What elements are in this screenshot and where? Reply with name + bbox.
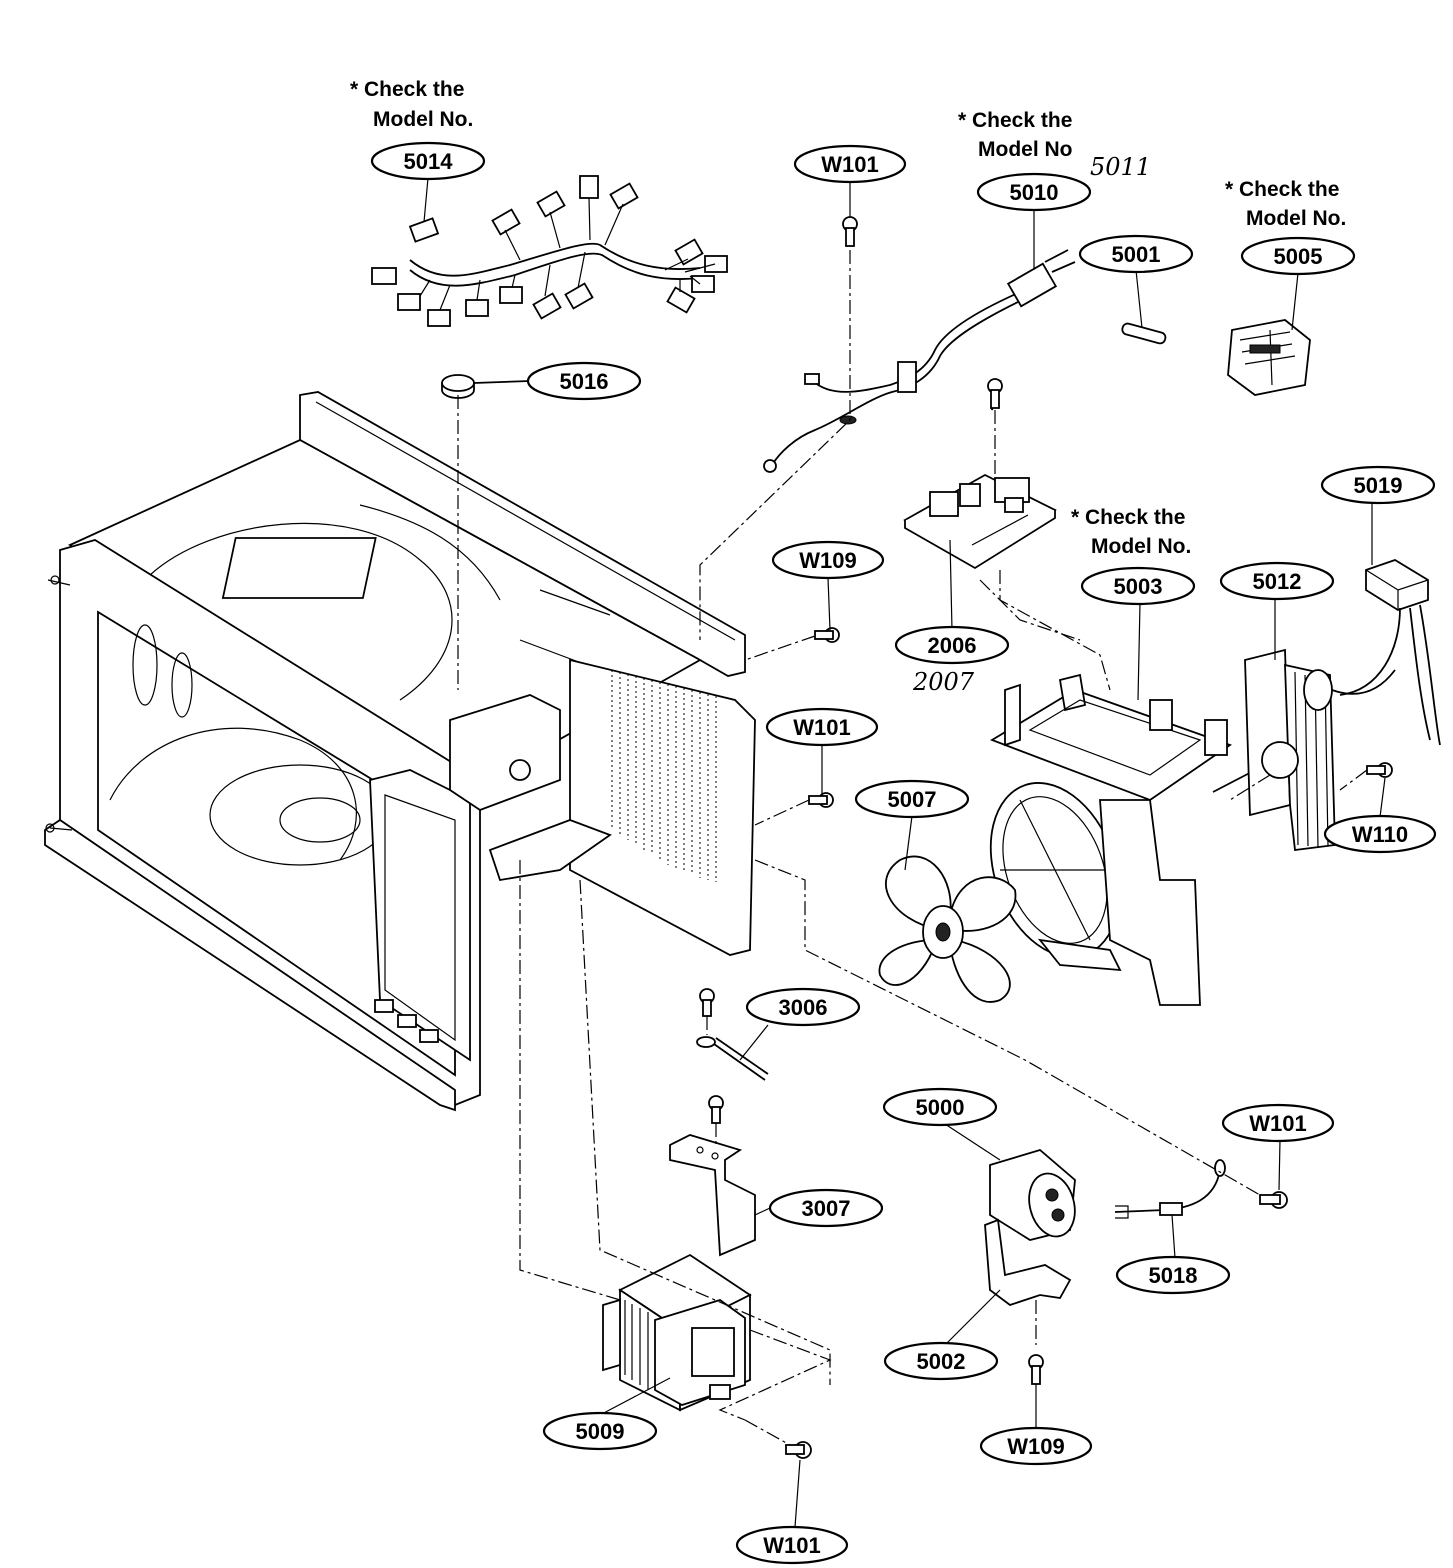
callout-label: 5010 — [1010, 180, 1059, 205]
screw-w109-mid — [814, 627, 840, 643]
callout-label: W109 — [799, 548, 856, 573]
callout-label: 5012 — [1253, 569, 1302, 594]
callout-label: 5000 — [916, 1095, 965, 1120]
callout-5001: 5001 — [1078, 234, 1194, 274]
wire-5018 — [1114, 1159, 1226, 1219]
screw-3006 — [699, 988, 715, 1017]
note-5005: * Check the Model No. — [1225, 178, 1346, 230]
callout-5018: 5018 — [1115, 1255, 1231, 1295]
callout-w101-mid: W101 — [765, 707, 879, 747]
note-line-2: Model No — [978, 138, 1073, 161]
callout-w109-bottom: W109 — [979, 1426, 1093, 1466]
callout-label: 5009 — [576, 1419, 625, 1444]
note-line-2: Model No. — [1091, 535, 1191, 558]
screw-w101-bottom — [785, 1441, 812, 1459]
callout-w101-top: W101 — [793, 144, 907, 184]
callout-w101-bottom: W101 — [735, 1525, 849, 1565]
latch-switch-5005 — [1227, 319, 1311, 396]
callout-label: 2006 — [928, 633, 977, 658]
note-5003: * Check the Model No. — [1071, 506, 1191, 558]
leader-lines — [423, 177, 1386, 1528]
callout-5014: 5014 — [370, 141, 486, 181]
note-line-2: Model No. — [373, 108, 473, 131]
callout-label: W101 — [1249, 1111, 1306, 1136]
fuse-5001 — [1121, 322, 1167, 345]
callout-label: W101 — [763, 1533, 820, 1558]
callout-5002: 5002 — [883, 1341, 999, 1381]
handwritten-2007: 2007 — [912, 668, 975, 696]
handwritten-5011: 5011 — [1090, 153, 1151, 181]
callout-label: W101 — [821, 152, 878, 177]
callout-w101-right: W101 — [1221, 1103, 1335, 1143]
screw-w101-top — [842, 216, 858, 247]
callout-label: W101 — [793, 715, 850, 740]
power-cord-5010 — [763, 249, 1076, 473]
callout-2006: 2006 — [894, 625, 1010, 665]
cabinet-chassis — [44, 391, 756, 1112]
callout-label: 5001 — [1112, 242, 1161, 267]
callout-label: 5014 — [404, 149, 454, 174]
wire-harness-5014 — [371, 175, 728, 327]
callout-5019: 5019 — [1320, 465, 1436, 505]
rod-3006 — [696, 1036, 769, 1081]
callout-label: 5019 — [1354, 473, 1403, 498]
callout-3007: 3007 — [768, 1188, 884, 1228]
screw-w110 — [1366, 762, 1393, 778]
callout-label: 5002 — [917, 1349, 966, 1374]
callout-5010: 5010 — [976, 172, 1092, 212]
motor-5012 — [1244, 648, 1396, 852]
callout-5007: 5007 — [854, 779, 970, 819]
callout-5003: 5003 — [1080, 566, 1196, 606]
note-line-1: * Check the — [1225, 178, 1339, 201]
callout-label: 3007 — [802, 1196, 851, 1221]
callout-label: 5007 — [888, 787, 937, 812]
sensor-5019 — [1339, 559, 1441, 746]
note-5014: * Check the Model No. — [350, 78, 473, 131]
screw-3007 — [708, 1095, 724, 1124]
callout-5009: 5009 — [542, 1411, 658, 1451]
magnetron-5009 — [602, 1253, 752, 1412]
callout-label: 5016 — [560, 369, 609, 394]
callout-label: W110 — [1352, 822, 1408, 847]
callout-label: 5003 — [1114, 574, 1163, 599]
note-5010: * Check the Model No — [958, 109, 1073, 161]
note-line-1: * Check the — [350, 78, 464, 101]
capacitor-bracket-5002 — [984, 1218, 1072, 1307]
callout-5016: 5016 — [526, 361, 642, 401]
screw-w101-mid — [808, 792, 834, 808]
callout-w110: W110 — [1323, 814, 1437, 854]
note-line-2: Model No. — [1246, 207, 1346, 230]
note-line-1: * Check the — [958, 109, 1072, 132]
callout-label: W109 — [1007, 1434, 1064, 1459]
callout-5012: 5012 — [1219, 561, 1335, 601]
callout-5000: 5000 — [882, 1087, 998, 1127]
callout-label: 5005 — [1274, 244, 1323, 269]
screw-w101-right — [1259, 1191, 1288, 1209]
pcb-2006 — [903, 379, 1057, 570]
assembly-lines — [457, 250, 1368, 1446]
thermostat-5016 — [441, 374, 531, 399]
capacitor-5000 — [989, 1148, 1076, 1241]
screw-w101-pcb — [987, 378, 1003, 409]
fan-bracket-5003 — [989, 673, 1266, 1006]
callout-label: 5018 — [1149, 1263, 1198, 1288]
callout-label: 3006 — [779, 995, 828, 1020]
note-line-1: * Check the — [1071, 506, 1185, 529]
bracket-3007 — [669, 1134, 756, 1257]
callout-5005: 5005 — [1240, 236, 1356, 276]
fan-blade-5007 — [878, 855, 1017, 1003]
callout-w109-mid: W109 — [771, 540, 885, 580]
callout-3006: 3006 — [745, 987, 861, 1027]
screw-w109-bottom — [1028, 1354, 1044, 1385]
